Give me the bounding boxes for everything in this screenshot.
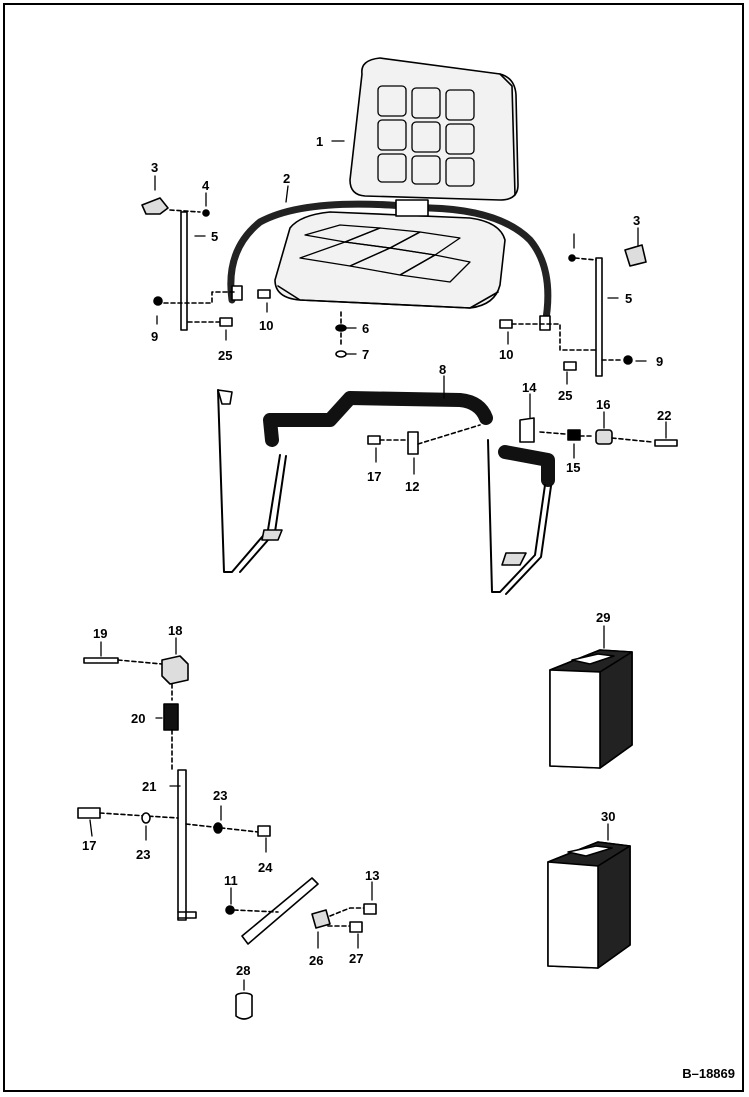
callout-12: 12: [405, 479, 419, 494]
callout-7: 7: [362, 347, 369, 362]
callout-3-right: 3: [633, 213, 640, 228]
callout-17-lower: 17: [82, 838, 96, 853]
callout-13: 13: [365, 868, 379, 883]
callout-14: 14: [522, 380, 537, 395]
callout-3: 3: [151, 160, 158, 175]
callout-6: 6: [362, 321, 369, 336]
callout-21: 21: [142, 779, 156, 794]
left-belt-bracket: [141, 197, 271, 331]
callout-23: 23: [213, 788, 227, 803]
callout-9-right: 9: [656, 354, 663, 369]
seat-belt: [227, 199, 552, 331]
right-belt-bracket: [499, 244, 647, 377]
seat-back: [349, 57, 519, 201]
callout-10-right: 10: [499, 347, 513, 362]
callout-25: 25: [218, 348, 232, 363]
callout-8: 8: [439, 362, 446, 377]
callout-30: 30: [601, 809, 615, 824]
callout-5: 5: [211, 229, 218, 244]
callout-numbers: 1 2 3 4 5 6 7 8 9 10 11 12 13 14 15 16 1…: [82, 134, 671, 978]
callout-22: 22: [657, 408, 671, 423]
callout-5-right: 5: [625, 291, 632, 306]
seat-cushion: [274, 211, 506, 309]
callout-24: 24: [258, 860, 273, 875]
callout-1: 1: [316, 134, 323, 149]
callout-17: 17: [367, 469, 381, 484]
callout-27: 27: [349, 951, 363, 966]
callout-29: 29: [596, 610, 610, 625]
callout-4: 4: [202, 178, 210, 193]
latch-handle: [225, 877, 377, 945]
callout-20: 20: [131, 711, 145, 726]
callout-28: 28: [236, 963, 250, 978]
callout-2: 2: [283, 171, 290, 186]
leader-lines: [89, 140, 667, 991]
callout-26: 26: [309, 953, 323, 968]
drawing-reference-code: B–18869: [682, 1066, 735, 1081]
callout-15: 15: [566, 460, 580, 475]
callout-19: 19: [93, 626, 107, 641]
ring-part: [235, 992, 253, 1020]
hinge-hardware: [367, 417, 678, 455]
seat-bar-frame: [217, 389, 555, 595]
kit-box-30: [547, 841, 631, 969]
washers-6-7: [335, 311, 347, 358]
callout-10: 10: [259, 318, 273, 333]
callout-25-right: 25: [558, 388, 572, 403]
callout-11: 11: [224, 873, 238, 888]
diagram-frame: [3, 3, 744, 1092]
kit-box-29: [549, 649, 633, 769]
callout-16: 16: [596, 397, 610, 412]
callout-9: 9: [151, 329, 158, 344]
callout-23-lower: 23: [136, 847, 150, 862]
callout-18: 18: [168, 623, 182, 638]
seat-latch-assembly: [77, 655, 271, 921]
